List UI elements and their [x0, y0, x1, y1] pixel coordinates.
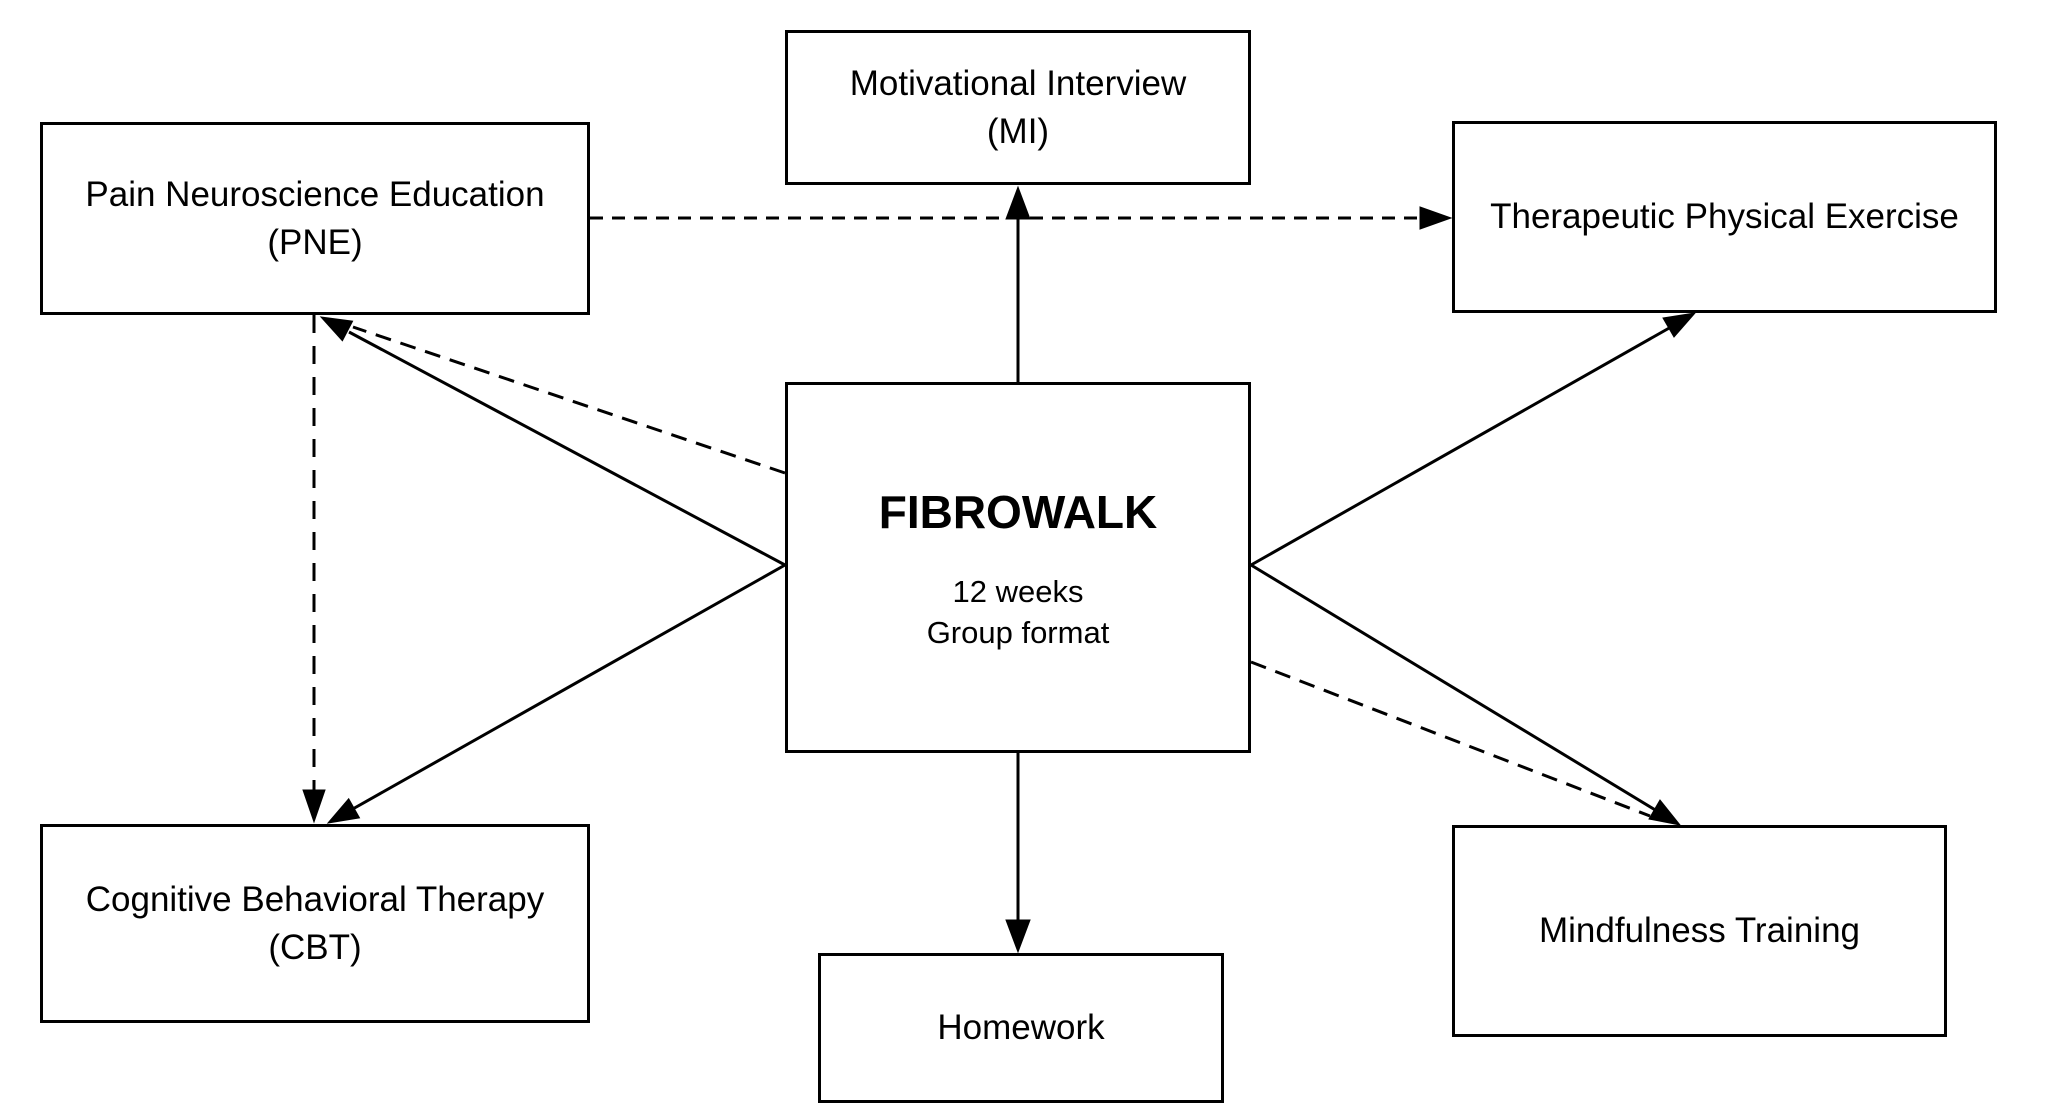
fibrowalk-format: Group format — [926, 614, 1110, 650]
node-label: Cognitive Behavioral Therapy — [85, 879, 545, 919]
node-label: Homework — [937, 1008, 1105, 1048]
node-label: Mindfulness Training — [1539, 911, 1860, 951]
arrow-fibrowalk-to-tpe — [1250, 312, 1697, 567]
arrow-fibrowalk-to-cbt — [326, 563, 786, 824]
arrow-fibrowalk-to-mi — [1005, 185, 1031, 382]
arrow-pne-to-cbt-dashed — [302, 315, 326, 824]
arrowhead-up-right-icon — [1662, 312, 1697, 338]
fibrowalk-title: FIBROWALK — [878, 486, 1158, 539]
arrow-line — [1250, 325, 1672, 567]
node-fibrowalk: FIBROWALK 12 weeks Group format — [785, 382, 1251, 753]
arrowhead-down-icon — [1005, 919, 1031, 954]
arrow-fibrowalk-to-homework — [1005, 753, 1031, 954]
arrow-line — [348, 330, 786, 567]
node-label: Motivational Interview — [849, 63, 1187, 103]
arrowhead-down-left-icon — [326, 797, 361, 824]
arrowhead-down-icon — [302, 789, 326, 824]
node-mindfulness-training: Mindfulness Training — [1452, 825, 1947, 1037]
arrow-line — [1250, 563, 1658, 813]
arrowhead-up-left-icon — [319, 316, 354, 342]
arrow-fibrowalk-to-mindfulness-dashed — [1250, 660, 1651, 818]
node-abbreviation: (CBT) — [268, 927, 362, 967]
arrowhead-right-icon — [1419, 206, 1453, 230]
node-abbreviation: (MI) — [986, 111, 1050, 151]
node-pain-neuroscience-education: Pain Neuroscience Education (PNE) — [40, 122, 590, 315]
arrow-fibrowalk-to-pne — [319, 316, 786, 567]
arrow-fibrowalk-to-mindfulness — [1250, 563, 1682, 826]
node-label: Therapeutic Physical Exercise — [1490, 197, 1959, 237]
node-motivational-interview: Motivational Interview (MI) — [785, 30, 1251, 185]
arrow-line — [350, 563, 786, 812]
node-label: Pain Neuroscience Education — [85, 174, 545, 214]
node-homework: Homework — [818, 953, 1224, 1103]
node-cognitive-behavioral-therapy: Cognitive Behavioral Therapy (CBT) — [40, 824, 590, 1023]
arrow-line — [1250, 660, 1651, 818]
node-therapeutic-physical-exercise: Therapeutic Physical Exercise — [1452, 121, 1997, 313]
node-abbreviation: (PNE) — [267, 222, 363, 262]
fibrowalk-duration: 12 weeks — [952, 573, 1084, 609]
arrow-pne-to-tpe-dashed — [590, 206, 1453, 230]
arrowhead-down-right-icon — [1648, 799, 1682, 826]
arrowhead-up-icon — [1005, 185, 1031, 220]
